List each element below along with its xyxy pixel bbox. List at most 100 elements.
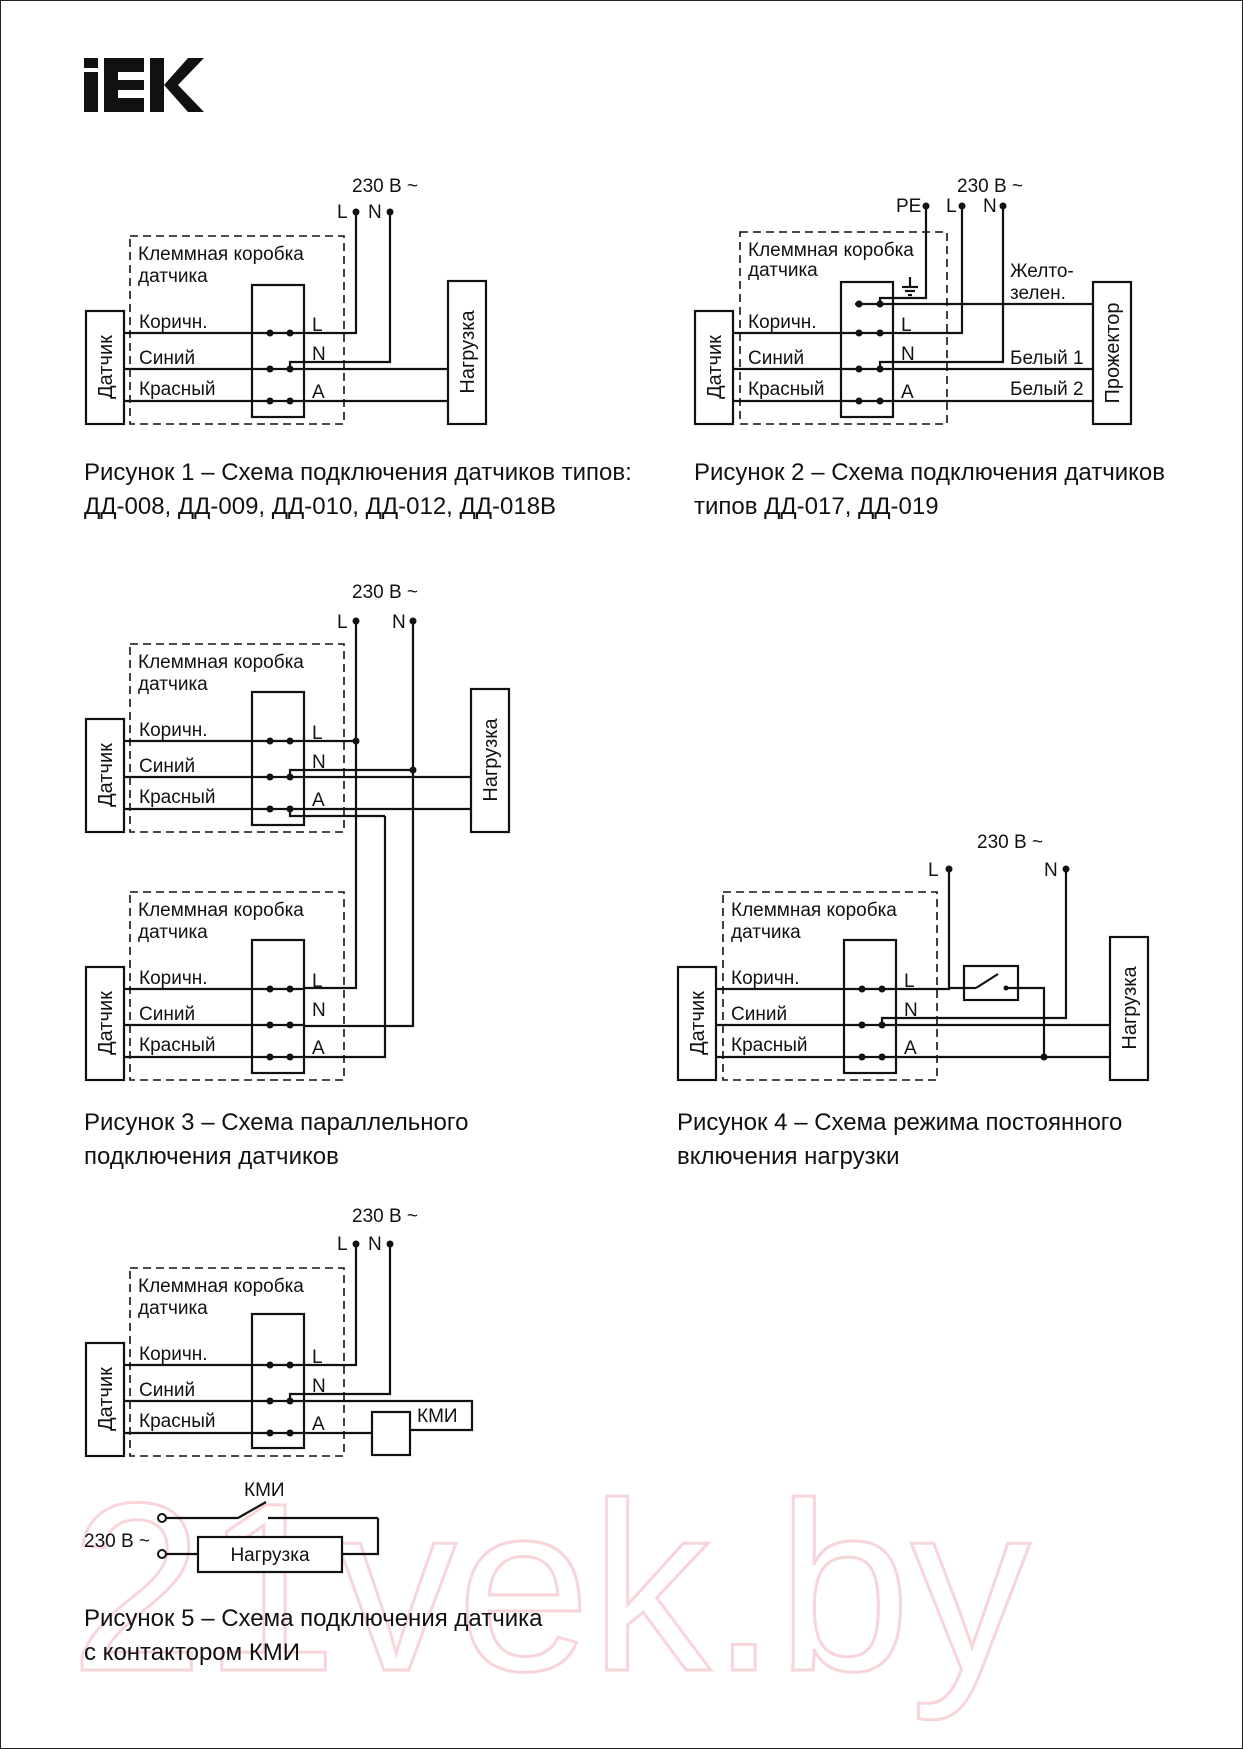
terminal-a: A <box>904 1038 917 1059</box>
terminal-n: N <box>312 1376 326 1397</box>
terminal-n: N <box>312 752 326 773</box>
terminal-a: A <box>312 790 325 811</box>
wire-red-label: Красный <box>139 787 215 808</box>
load-box <box>196 1535 344 1574</box>
wire-yellow-green-label-2: зелен. <box>1010 283 1066 304</box>
terminal-a: A <box>901 382 914 403</box>
load-box <box>469 687 511 834</box>
terminal-n: N <box>904 1000 918 1021</box>
load-box <box>1108 935 1150 1082</box>
neutral-label: N <box>368 202 382 223</box>
neutral-label: N <box>983 196 997 217</box>
junction-box-label-1: Клеммная коробка <box>138 244 304 265</box>
junction-box-label-1: Клеммная коробка <box>138 1276 304 1297</box>
wire-blue-label: Синий <box>139 1380 195 1401</box>
junction-box-outline <box>129 235 345 425</box>
wire-brown-label: Коричн. <box>748 312 817 333</box>
phase-label: L <box>928 860 939 881</box>
switch-icon <box>968 973 1014 991</box>
junction-box-label-1: Клеммная коробка <box>138 652 304 673</box>
load-box <box>446 279 488 426</box>
figure-4: 230 В ~ L N Клеммная коробка датчика Дат… <box>676 832 1150 1170</box>
terminal-block <box>839 280 895 419</box>
figure-2: 230 В ~ PE L N Клеммная коробка датчика … <box>693 176 1165 520</box>
wire-red-label: Красный <box>139 379 215 400</box>
earth-label: PE <box>896 196 921 217</box>
earth-icon <box>902 277 918 297</box>
figure-2-caption-1: Рисунок 2 – Схема подключения датчиков <box>694 459 1165 486</box>
figure-5-caption-1: Рисунок 5 – Схема подключения датчика <box>84 1605 543 1632</box>
phase-label: L <box>337 1234 348 1255</box>
terminal-l: L <box>901 315 912 336</box>
junction-box-outline <box>129 1267 345 1457</box>
junction-box-label-2: датчика <box>138 266 208 287</box>
phase-label: L <box>946 196 957 217</box>
sensor-box <box>84 1341 126 1458</box>
junction-box-label-2: датчика <box>731 922 801 943</box>
junction-box-outline <box>739 231 948 425</box>
sensor-box <box>84 717 126 834</box>
junction-box-label-2: датчика <box>138 674 208 695</box>
figure-3-caption-1: Рисунок 3 – Схема параллельного <box>84 1109 468 1136</box>
switch-box <box>962 964 1020 1002</box>
junction-box-label-1: Клеммная коробка <box>731 900 897 921</box>
wire-brown-label: Коричн. <box>139 968 208 989</box>
terminal-a: A <box>312 1414 325 1435</box>
junction-box-outline <box>129 891 345 1081</box>
junction-box-label-1: Клеммная коробка <box>138 900 304 921</box>
terminal-l: L <box>312 723 323 744</box>
junction-box-label-2: датчика <box>138 1298 208 1319</box>
wire-white-2-label: Белый 2 <box>1010 379 1084 400</box>
terminal-block <box>250 938 306 1075</box>
wire-brown-label: Коричн. <box>139 720 208 741</box>
neutral-label: N <box>1044 860 1058 881</box>
figure-5-caption-2: с контактором КМИ <box>84 1639 300 1666</box>
contactor-switch-icon <box>166 1501 378 1520</box>
load-label: Нагрузка <box>457 310 479 394</box>
wire-brown-label: Коричн. <box>139 312 208 333</box>
junction-box-outline <box>129 643 345 833</box>
sensor-box <box>693 309 735 426</box>
figure-5: 230 В ~ L N Клеммная коробка датчика Дат… <box>84 1206 543 1666</box>
phase-label: L <box>337 612 348 633</box>
sensor-box <box>84 965 126 1082</box>
sensor-label: Датчик <box>95 743 117 807</box>
sensor-label: Датчик <box>95 991 117 1055</box>
wire-blue-label: Синий <box>139 756 195 777</box>
wire-blue-label: Синий <box>139 348 195 369</box>
load-label: Нагрузка <box>480 718 502 802</box>
figure-1: 230 В ~ L N Клеммная коробка датчика Дат… <box>84 176 632 520</box>
figure-2-caption-2: типов ДД-017, ДД-019 <box>694 493 939 520</box>
terminal-l: L <box>904 971 915 992</box>
figure-3-caption-2: подключения датчиков <box>84 1143 339 1170</box>
terminal-n: N <box>312 344 326 365</box>
neutral-label: N <box>368 1234 382 1255</box>
sensor-label: Датчик <box>95 335 117 399</box>
supply-label: 230 В ~ <box>352 1206 418 1227</box>
junction-box-label-2: датчика <box>748 260 818 281</box>
junction-box-label-2: датчика <box>138 922 208 943</box>
wire-red-label: Красный <box>748 379 824 400</box>
terminal-n: N <box>312 1000 326 1021</box>
terminal-l: L <box>312 315 323 336</box>
watermark: 21vek.by <box>70 1453 1031 1721</box>
sensor-label: Датчик <box>704 335 726 399</box>
terminal-l: L <box>312 971 323 992</box>
sensor-label: Датчик <box>687 991 709 1055</box>
terminal-block <box>250 690 306 827</box>
supply-label: 230 В ~ <box>957 176 1023 197</box>
junction-box-label-1: Клеммная коробка <box>748 240 914 261</box>
wire-yellow-green-label-1: Желто- <box>1010 261 1074 282</box>
terminal-block <box>250 283 306 419</box>
contactor-switch-label: КМИ <box>244 1480 285 1501</box>
wire-red-label: Красный <box>139 1035 215 1056</box>
wire-red-label: Красный <box>139 1411 215 1432</box>
sensor-label: Датчик <box>95 1367 117 1431</box>
iek-logo <box>84 58 204 112</box>
contactor-coil-box <box>370 1410 412 1457</box>
figure-3: 230 В ~ L N Клеммная коробка датчика Дат… <box>84 582 511 1170</box>
contactor-label: КМИ <box>417 1406 458 1427</box>
supply-label: 230 В ~ <box>84 1531 150 1552</box>
